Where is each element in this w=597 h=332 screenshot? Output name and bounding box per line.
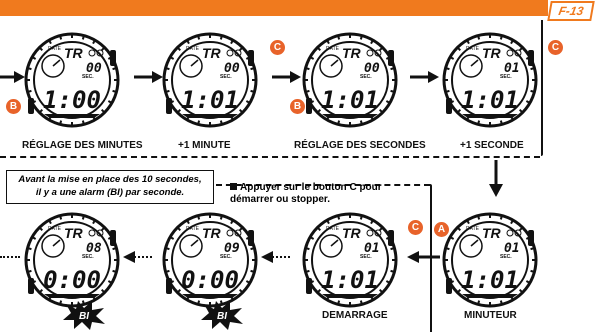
alarm-burst-icon: BI [63, 301, 105, 330]
button-c-marker: C [548, 40, 563, 55]
arrow-left-icon [123, 251, 135, 263]
dashed-divider-right [541, 20, 543, 156]
watch-main-digits: 1:01 [181, 86, 239, 114]
watch-brand-label: TR [202, 45, 222, 61]
watch-seconds-digits: 00 [86, 61, 102, 76]
watch-brand-label: TR [202, 225, 222, 241]
watch-sec-label: SEC. [500, 74, 512, 80]
watch-date-label: DATE [48, 226, 62, 232]
button-instruction-note: Appuyer sur le bouton C pour démarrer ou… [230, 182, 382, 206]
watch-date-label: DATE [186, 226, 200, 232]
dashed-divider-top [0, 156, 540, 158]
header-bar [0, 0, 548, 16]
alarm-burst-icon: BI [201, 301, 243, 330]
watch-main-digits: 0:00 [181, 266, 239, 294]
watch-main-digits: 1:01 [321, 86, 379, 114]
watch-brand-label: TR [64, 45, 84, 61]
caption-second-setting: RÉGLAGE DES SECONDES [294, 140, 426, 151]
arrow-right-icon [272, 71, 301, 83]
note-line-1: Avant la mise en place des 10 secondes, [18, 174, 202, 185]
watch-main-digits: 1:01 [461, 86, 519, 114]
bullet-square-icon [230, 183, 237, 190]
watch-main-digits: 1:00 [43, 86, 101, 114]
button-b-marker: B [6, 99, 21, 114]
arrow-down-icon [489, 160, 503, 197]
watch-main-digits: 0:00 [43, 266, 101, 294]
dashed-divider-mid [216, 184, 430, 186]
watch-sec-label: SEC. [360, 74, 372, 80]
watch-sec-label: SEC. [220, 254, 232, 260]
arrow-right-icon [134, 71, 163, 83]
watch-sec-label: SEC. [500, 254, 512, 260]
watch-seconds-digits: 01 [504, 241, 520, 256]
dotted-connector [134, 256, 152, 258]
watch-date-label: DATE [326, 46, 340, 52]
watch-main-digits: 1:01 [321, 266, 379, 294]
watch-sec-label: SEC. [220, 74, 232, 80]
watch-date-label: DATE [466, 226, 480, 232]
watch-seconds-digits: 01 [504, 61, 520, 76]
watch-date-label: DATE [466, 46, 480, 52]
caption-minute-setting: RÉGLAGE DES MINUTES [22, 140, 143, 151]
watch-date-label: DATE [186, 46, 200, 52]
alarm-label: BI [79, 311, 89, 322]
watch-brand-label: TR [342, 225, 362, 241]
watch-seconds-digits: 01 [364, 241, 380, 256]
button-c-marker: C [408, 220, 423, 235]
watch-brand-label: TR [482, 45, 502, 61]
note2-line-2: démarrer ou stopper. [230, 194, 331, 205]
arrow-left-icon [261, 251, 273, 263]
dotted-connector [272, 256, 290, 258]
watch-sec-label: SEC. [82, 74, 94, 80]
watch-brand-label: TR [64, 225, 84, 241]
watch-brand-label: TR [482, 225, 502, 241]
watch-sec-label: SEC. [82, 254, 94, 260]
watch-brand-label: TR [342, 45, 362, 61]
arrow-right-icon [410, 71, 439, 83]
watch-seconds-digits: 08 [86, 241, 102, 256]
watch-main-digits: 1:01 [461, 266, 519, 294]
watch-date-label: DATE [48, 46, 62, 52]
watch-date-label: DATE [326, 226, 340, 232]
alarm-label: BI [217, 311, 227, 322]
button-c-marker: C [270, 40, 285, 55]
note-line-2: il y a une alarm (BI) par seconde. [35, 187, 185, 198]
caption-plus-one-minute: +1 MINUTE [178, 140, 231, 151]
arrow-right-icon [0, 71, 25, 83]
button-b-marker: B [290, 99, 305, 114]
button-a-marker: A [434, 222, 449, 237]
caption-start: DEMARRAGE [322, 310, 388, 321]
caption-plus-one-second: +1 SECONDE [460, 140, 524, 151]
dotted-connector [0, 256, 20, 258]
page-number-badge: F-13 [547, 1, 595, 21]
caption-timer: MINUTEUR [464, 310, 517, 321]
watch-seconds-digits: 09 [224, 241, 240, 256]
watch-seconds-digits: 00 [224, 61, 240, 76]
watch-sec-label: SEC. [360, 254, 372, 260]
arrow-left-icon [407, 251, 440, 263]
alarm-note-box: Avant la mise en place des 10 secondes, … [6, 170, 214, 204]
watch-seconds-digits: 00 [364, 61, 380, 76]
note2-line-1: Appuyer sur le bouton C pour [240, 182, 382, 193]
